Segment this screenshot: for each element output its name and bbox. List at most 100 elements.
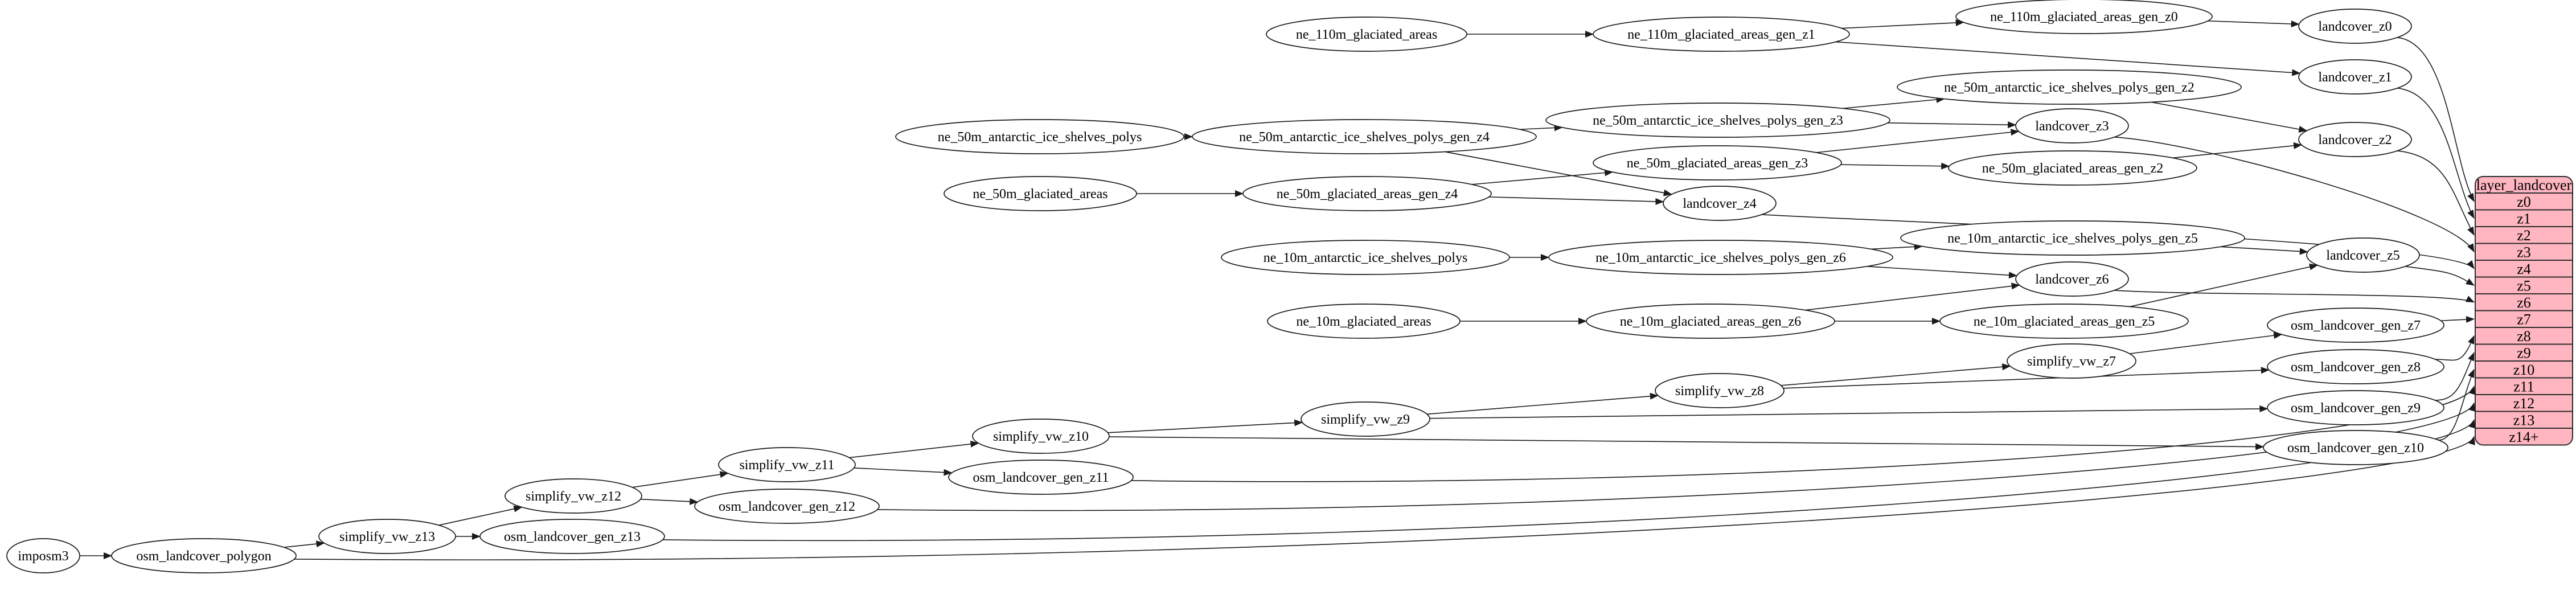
node-osm_landcover_gen_z11: osm_landcover_gen_z11 — [948, 460, 1134, 495]
node-ellipse-ne_10m_glaciated_areas_gen_z6 — [1586, 304, 1835, 339]
node-osm_landcover_gen_z10: osm_landcover_gen_z10 — [2263, 430, 2448, 465]
table-row-z6: z6 — [2517, 294, 2531, 311]
node-ellipse-simplify_vw_z11 — [718, 447, 856, 482]
node-simplify_vw_z11: simplify_vw_z11 — [718, 447, 856, 482]
node-landcover_z2: landcover_z2 — [2298, 122, 2412, 157]
edge-ne_50m_glaciated_areas_gen_z2-to-landcover_z2 — [2172, 142, 2303, 159]
node-ne_50m_glaciated_areas_gen_z4: ne_50m_glaciated_areas_gen_z4 — [1242, 176, 1492, 211]
table-row-z1: z1 — [2517, 210, 2531, 227]
node-ne_110m_glaciated_areas_gen_z0: ne_110m_glaciated_areas_gen_z0 — [1955, 0, 2213, 34]
edge-ne_50m_antarctic_ice_shelves_polys_gen_z4-to-ne_50m_antarctic_ice_shelves_polys_gen_z3 — [1520, 124, 1563, 132]
edge-landcover_z5-to-row-z5 — [2405, 266, 2475, 286]
node-ellipse-osm_landcover_gen_z9 — [2267, 390, 2444, 425]
node-label-ne_110m_glaciated_areas_gen_z0: ne_110m_glaciated_areas_gen_z0 — [1990, 10, 2178, 24]
node-simplify_vw_z9: simplify_vw_z9 — [1301, 401, 1430, 437]
node-label-ne_110m_glaciated_areas_gen_z1: ne_110m_glaciated_areas_gen_z1 — [1627, 27, 1815, 42]
node-osm_landcover_gen_z9: osm_landcover_gen_z9 — [2267, 390, 2444, 425]
table-row-z12: z12 — [2513, 395, 2535, 412]
edge-ne_10m_antarctic_ice_shelves_polys_gen_z6-to-ne_10m_antarctic_ice_shelves_polys_gen_z5 — [1871, 243, 1923, 251]
node-ellipse-ne_50m_glaciated_areas_gen_z2 — [1948, 150, 2197, 186]
table-row-z9: z9 — [2517, 345, 2531, 361]
node-osm_landcover_gen_z13: osm_landcover_gen_z13 — [479, 519, 665, 554]
node-label-simplify_vw_z7: simplify_vw_z7 — [2027, 354, 2116, 369]
node-ellipse-landcover_z0 — [2298, 9, 2412, 44]
edge-landcover_z0-to-row-z0 — [2397, 37, 2475, 202]
edge-simplify_vw_z9-to-simplify_vw_z8 — [1427, 392, 1659, 415]
edge-ne_50m_antarctic_ice_shelves_polys_gen_z3-to-ne_50m_antarctic_ice_shelves_polys_gen_z2 — [1843, 96, 1945, 109]
node-label-osm_landcover_gen_z10: osm_landcover_gen_z10 — [2287, 441, 2424, 456]
node-ellipse-ne_10m_glaciated_areas_gen_z5 — [1939, 304, 2189, 339]
node-landcover_z0: landcover_z0 — [2298, 9, 2412, 44]
node-ellipse-simplify_vw_z9 — [1301, 401, 1430, 437]
node-ellipse-landcover_z4 — [1663, 186, 1777, 221]
node-label-simplify_vw_z10: simplify_vw_z10 — [993, 429, 1089, 444]
node-ellipse-ne_110m_glaciated_areas_gen_z0 — [1955, 0, 2213, 34]
edge-landcover_z3-to-row-z3 — [2114, 137, 2475, 253]
table-row-z10: z10 — [2513, 362, 2535, 378]
node-label-landcover_z2: landcover_z2 — [2318, 133, 2392, 147]
edge-landcover_z1-to-row-z1 — [2397, 88, 2475, 219]
node-ellipse-osm_landcover_polygon — [111, 538, 297, 573]
node-label-osm_landcover_gen_z11: osm_landcover_gen_z11 — [973, 470, 1109, 485]
node-ellipse-ne_110m_glaciated_areas — [1266, 17, 1467, 52]
node-ne_50m_antarctic_ice_shelves_polys: ne_50m_antarctic_ice_shelves_polys — [895, 119, 1184, 154]
node-ellipse-imposm3 — [6, 538, 80, 573]
node-label-osm_landcover_gen_z13: osm_landcover_gen_z13 — [504, 530, 641, 544]
node-ellipse-ne_10m_antarctic_ice_shelves_polys — [1221, 240, 1510, 275]
node-ellipse-osm_landcover_gen_z13 — [479, 519, 665, 554]
node-label-landcover_z3: landcover_z3 — [2035, 119, 2109, 134]
edge-ne_10m_antarctic_ice_shelves_polys_gen_z6-to-landcover_z6 — [1867, 266, 2017, 279]
node-label-ne_50m_antarctic_ice_shelves_polys_gen_z2: ne_50m_antarctic_ice_shelves_polys_gen_z… — [1944, 80, 2194, 95]
node-ellipse-landcover_z2 — [2298, 122, 2412, 157]
node-label-osm_landcover_gen_z12: osm_landcover_gen_z12 — [719, 499, 855, 514]
node-simplify_vw_z8: simplify_vw_z8 — [1655, 373, 1785, 408]
edge-ne_50m_glaciated_areas_gen_z3-to-ne_50m_glaciated_areas_gen_z2 — [1840, 162, 1950, 170]
node-landcover_z5: landcover_z5 — [2306, 237, 2420, 273]
node-ne_110m_glaciated_areas_gen_z1: ne_110m_glaciated_areas_gen_z1 — [1593, 17, 1850, 52]
node-ne_50m_antarctic_ice_shelves_polys_gen_z3: ne_50m_antarctic_ice_shelves_polys_gen_z… — [1545, 102, 1890, 138]
node-landcover_z3: landcover_z3 — [2015, 108, 2129, 143]
node-ne_10m_antarctic_ice_shelves_polys_gen_z6: ne_10m_antarctic_ice_shelves_polys_gen_z… — [1548, 240, 1893, 275]
node-osm_landcover_gen_z8: osm_landcover_gen_z8 — [2267, 349, 2444, 384]
edge-ne_50m_glaciated_areas_gen_z3-to-landcover_z3 — [1816, 129, 2020, 153]
node-label-osm_landcover_gen_z9: osm_landcover_gen_z9 — [2291, 401, 2421, 416]
node-ne_10m_glaciated_areas_gen_z6: ne_10m_glaciated_areas_gen_z6 — [1586, 304, 1835, 339]
edge-osm_landcover_gen_z12-to-row-z12 — [877, 402, 2475, 511]
node-ellipse-landcover_z1 — [2298, 59, 2412, 95]
node-ellipse-osm_landcover_gen_z7 — [2267, 307, 2444, 343]
node-ellipse-landcover_z6 — [2015, 261, 2129, 297]
layer-landcover-table: layer_landcoverz0z1z2z3z4z5z6z7z8z9z10z1… — [2475, 176, 2573, 446]
node-label-ne_10m_antarctic_ice_shelves_polys_gen_z5: ne_10m_antarctic_ice_shelves_polys_gen_z… — [1947, 231, 2198, 246]
table-row-z3: z3 — [2517, 244, 2531, 260]
node-ne_50m_glaciated_areas_gen_z3: ne_50m_glaciated_areas_gen_z3 — [1593, 145, 1842, 181]
node-label-ne_50m_antarctic_ice_shelves_polys_gen_z4: ne_50m_antarctic_ice_shelves_polys_gen_z… — [1239, 130, 1490, 145]
node-ellipse-landcover_z5 — [2306, 237, 2420, 273]
node-landcover_z4: landcover_z4 — [1663, 186, 1777, 221]
node-label-landcover_z1: landcover_z1 — [2318, 70, 2392, 85]
table-row-z14+: z14+ — [2509, 429, 2538, 445]
node-ellipse-osm_landcover_gen_z8 — [2267, 349, 2444, 384]
node-osm_landcover_gen_z12: osm_landcover_gen_z12 — [694, 489, 880, 524]
edge-ne_110m_glaciated_areas_gen_z1-to-landcover_z1 — [1835, 41, 2301, 76]
node-simplify_vw_z10: simplify_vw_z10 — [972, 419, 1110, 454]
node-ellipse-ne_10m_antarctic_ice_shelves_polys_gen_z6 — [1548, 240, 1893, 275]
table-row-z5: z5 — [2517, 277, 2531, 294]
node-ellipse-simplify_vw_z7 — [2007, 343, 2136, 379]
node-ne_50m_antarctic_ice_shelves_polys_gen_z4: ne_50m_antarctic_ice_shelves_polys_gen_z… — [1192, 119, 1537, 154]
edge-simplify_vw_z11-to-osm_landcover_gen_z11 — [854, 468, 953, 476]
node-ellipse-ne_50m_glaciated_areas — [944, 176, 1137, 211]
edge-ne_50m_glaciated_areas_gen_z4-to-landcover_z4 — [1488, 196, 1664, 205]
node-ellipse-simplify_vw_z12 — [504, 478, 642, 514]
node-simplify_vw_z12: simplify_vw_z12 — [504, 478, 642, 514]
node-ellipse-ne_50m_antarctic_ice_shelves_polys_gen_z2 — [1897, 69, 2242, 105]
edge-simplify_vw_z10-to-osm_landcover_gen_z10 — [1109, 436, 2265, 450]
node-simplify_vw_z13: simplify_vw_z13 — [318, 519, 456, 554]
node-ellipse-ne_10m_glaciated_areas — [1267, 304, 1461, 339]
node-label-landcover_z6: landcover_z6 — [2035, 272, 2109, 287]
node-osm_landcover_polygon: osm_landcover_polygon — [111, 538, 297, 573]
edge-simplify_vw_z13-to-simplify_vw_z12 — [438, 505, 523, 526]
node-ellipse-simplify_vw_z8 — [1655, 373, 1785, 408]
edge-simplify_vw_z7-to-osm_landcover_gen_z7 — [2129, 332, 2283, 354]
